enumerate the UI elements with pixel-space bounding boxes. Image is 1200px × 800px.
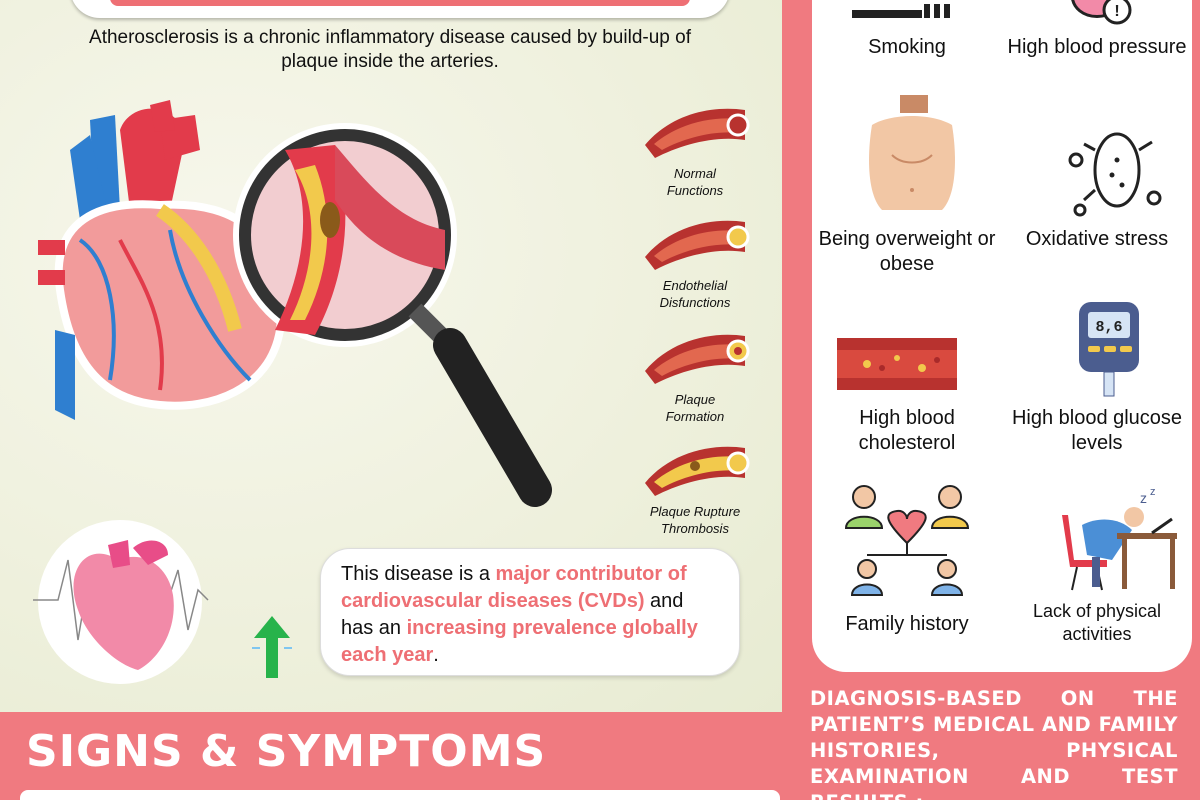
intro-text: Atherosclerosis is a chronic inflammator… (89, 27, 691, 72)
callout-text: and has an (341, 590, 684, 639)
stage-label: Disfunctions (659, 295, 731, 310)
family-tree-icon (844, 485, 970, 596)
risk-factors-card: Smoking ! High blood pressure Being over… (812, 0, 1192, 672)
stage-label: Endothelial (662, 278, 728, 293)
glucometer-icon: 8,6 (1079, 302, 1139, 397)
title-banner (70, 0, 730, 18)
artery-rupture-icon (645, 446, 750, 496)
overweight-body-icon (869, 95, 955, 210)
callout-box: This disease is a major contributor of c… (320, 548, 740, 676)
risk-factor-label: Smoking (868, 36, 946, 58)
diagnosis-heading: DIAGNOSIS-BASED ON THE PATIENT’S MEDICAL… (810, 687, 1178, 800)
arrow-up-icon (252, 616, 292, 678)
svg-text:!: ! (1114, 3, 1119, 20)
risk-factor-label: Oxidative stress (1025, 228, 1169, 250)
cigarette-icon (852, 4, 950, 18)
artery-cholesterol-icon (837, 338, 957, 390)
cell-icon (1068, 132, 1162, 217)
callout-text: . (433, 644, 439, 666)
callout-highlight: increasing prevalence globally each year (341, 617, 698, 666)
artery-plaque-icon (645, 334, 750, 384)
callout-text: This disease is a (341, 563, 496, 585)
artery-endothelial-icon (645, 220, 750, 270)
risk-factor-label: High blood pressure (1007, 36, 1187, 58)
risk-factor-label: Family history (845, 613, 969, 635)
risk-factor-label: High blood cholesterol (858, 407, 956, 454)
stage-label: Normal (674, 166, 716, 181)
stage-label: Plaque (674, 392, 716, 407)
signs-section: SIGNS & SYMPTOMS (0, 712, 782, 800)
stage-label: Plaque Rupture (649, 504, 741, 519)
risk-factor-label: Lack of physical activities (1032, 601, 1162, 644)
callout-highlight: major contributor of cardiovascular dise… (341, 563, 687, 612)
magnifier-artery-icon (233, 123, 552, 507)
stage-label: Functions (666, 183, 724, 198)
right-panel: Smoking ! High blood pressure Being over… (782, 0, 1200, 800)
sleeping-at-desk-icon: z z (1062, 486, 1177, 591)
svg-text:z: z (1140, 490, 1147, 506)
svg-text:z: z (1150, 486, 1156, 498)
glucometer-reading: 8,6 (1095, 319, 1122, 336)
stage-label: Formation (665, 409, 725, 424)
blood-pressure-gauge-icon: ! (1071, 0, 1132, 25)
risk-factor-label: High blood glucose levels (1011, 407, 1183, 454)
risk-factor-label: Being overweight or obese (818, 228, 996, 275)
signs-title: SIGNS & SYMPTOMS (26, 726, 547, 777)
artery-normal-icon (645, 108, 750, 158)
left-panel: Atherosclerosis is a chronic inflammator… (0, 0, 782, 712)
heart-pulse-icon (33, 520, 209, 684)
stage-label: Thrombosis (661, 521, 729, 536)
